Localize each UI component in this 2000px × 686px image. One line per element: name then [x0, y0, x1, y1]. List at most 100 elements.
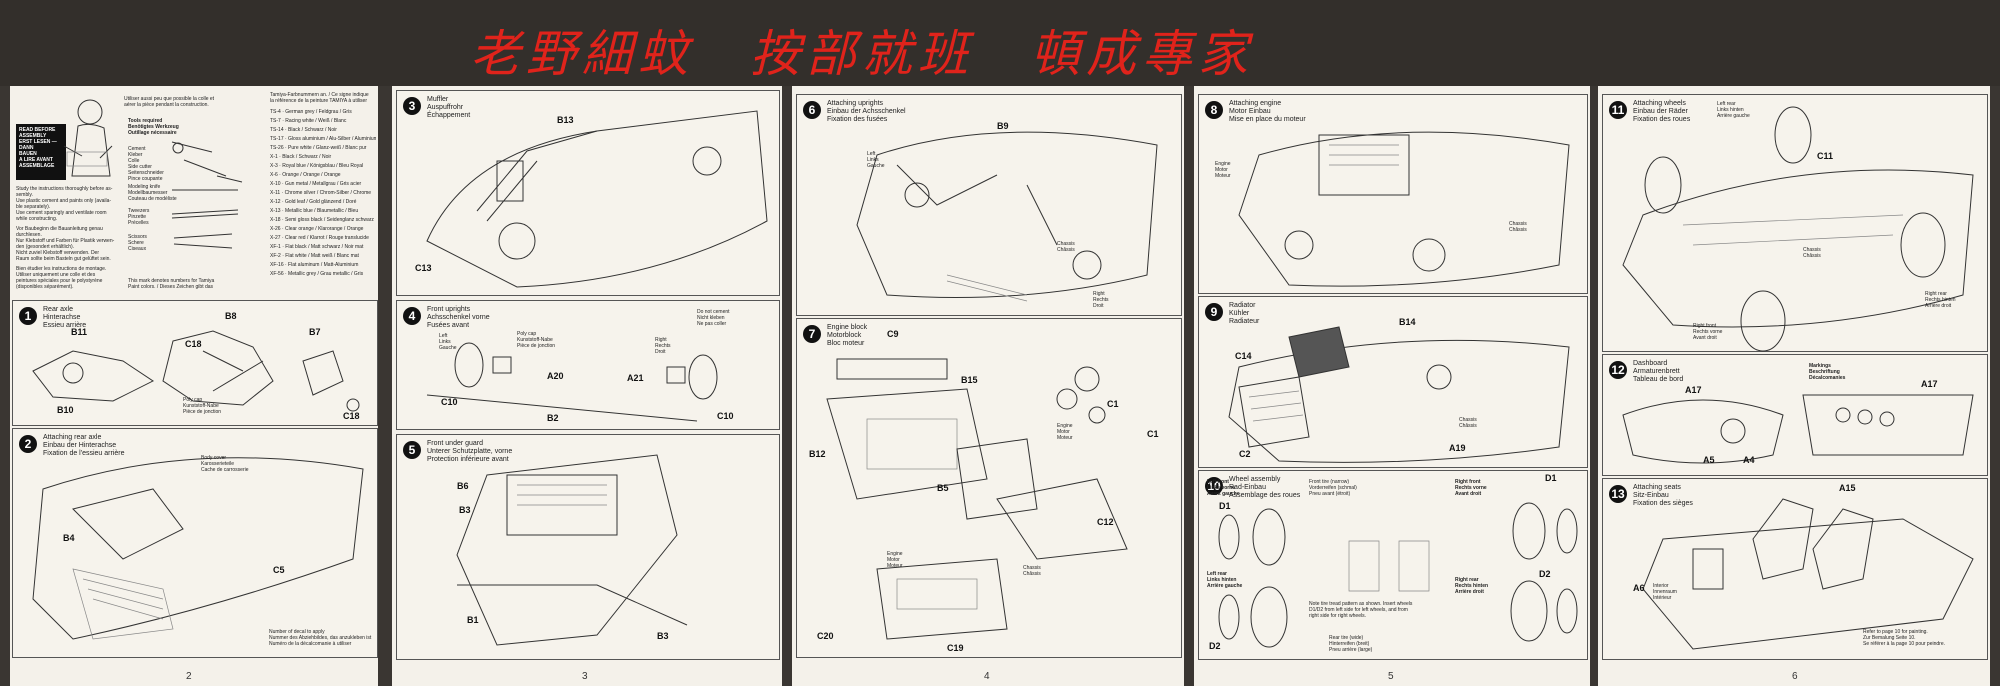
sheet-page-3: 3 Muffler Auspuffrohr Échappement B13 C1… — [392, 86, 782, 686]
part-B12: B12 — [809, 449, 826, 459]
tool-scissors: Scissors Schere Ciseaux — [128, 234, 147, 252]
part-A17b: A17 — [1921, 379, 1938, 389]
part-C19: C19 — [947, 643, 964, 653]
paint-color-item: TS-4 · German grey / Feldgrau / Gris — [270, 109, 352, 115]
page-number-6: 6 — [1792, 671, 1798, 682]
step-12-number: 12 — [1609, 361, 1627, 379]
step-13-number: 13 — [1609, 485, 1627, 503]
markings-label: Markings Beschriftung Décalcomanies — [1809, 363, 1846, 381]
read-before-assembly-box: READ BEFORE ASSEMBLY ERST LESEN — DANN B… — [16, 124, 66, 180]
step-9-panel: 9 Radiator Kühler Radiateur B14 C14 C2 A… — [1198, 296, 1588, 468]
tool-tweezers: Tweezers Pinzette Précelles — [128, 208, 150, 226]
intro-section: READ BEFORE ASSEMBLY ERST LESEN — DANN B… — [12, 86, 376, 296]
poly-cap-label: Poly cap Kunststoff-Nabe Pièce de joncti… — [183, 397, 222, 415]
step-4-number: 4 — [403, 307, 421, 325]
attaching-rear-axle-drawing — [32, 457, 364, 640]
step-4-panel: 4 Front uprights Achsschenkel vorne Fusé… — [396, 300, 780, 430]
right-rear-label-11: Right rear Rechts hinten Arrière droit — [1925, 291, 1956, 309]
paint-color-item: X-13 · Metallic blue / Blaumetallic / Bl… — [270, 208, 359, 214]
part-B14: B14 — [1399, 317, 1416, 327]
part-B5: B5 — [937, 483, 949, 493]
step-8-title: Attaching engine Motor Einbau Mise en pl… — [1229, 100, 1306, 123]
right-label-4: Right Rechts Droit — [655, 337, 671, 355]
muffler-drawing — [426, 110, 768, 288]
tool-side-cutter: Side cutter Seitenschneider Pince coupan… — [128, 164, 164, 182]
tools-heading: Utiliser aussi peu que possible la colle… — [124, 96, 215, 108]
chassis-label-9: Chassis Châssis — [1459, 417, 1477, 429]
paint-heading: Tamiya-Farbnummern an. / Ce signe indiqu… — [270, 92, 369, 104]
step-11-panel: 11 Attaching wheels Einbau der Räder Fix… — [1602, 94, 1988, 352]
step-10-title: Wheel assembly Rad-Einbau Assemblage des… — [1229, 476, 1301, 499]
do-not-cement-label: Do not cement Nicht kleben Ne pas coller — [697, 309, 730, 327]
part-B2: B2 — [547, 413, 559, 423]
left-label-6: Left Links Gauche — [867, 151, 885, 169]
paint-color-item: XF-2 · Flat white / Matt weiß / Blanc ma… — [270, 253, 359, 259]
tools-illustration — [171, 141, 243, 249]
part-C1b: C1 — [1147, 429, 1159, 439]
intro-study-fr: Bien étudier les instructions de montage… — [16, 266, 107, 290]
step-6-panel: 6 Attaching uprights Einbau der Achssche… — [796, 94, 1182, 316]
paint-color-item: X-26 · Clear orange / Klarorange / Orang… — [270, 226, 364, 232]
step-1-title: Rear axle Hinterachse Essieu arrière — [43, 306, 87, 329]
part-C10b: C10 — [717, 411, 734, 421]
attaching-wheels-drawing — [1622, 106, 1974, 352]
part-A6: A6 — [1633, 583, 1645, 593]
paint-color-item: XF-16 · Flat aluminum / Matt-Aluminium — [270, 262, 359, 268]
part-C18b: C18 — [343, 411, 360, 421]
left-label-4: Left Links Gauche — [439, 333, 457, 351]
part-A19: A19 — [1449, 443, 1466, 453]
paint-color-item: X-18 · Semi gloss black / Seidenglanz sc… — [270, 217, 374, 223]
step-3-title: Muffler Auspuffrohr Échappement — [427, 96, 471, 119]
chassis-label-8: Chassis Châssis — [1509, 221, 1527, 233]
paint-mark-note: This mark denotes numbers for Tamiya Pai… — [128, 278, 215, 290]
part-A4: A4 — [1743, 455, 1755, 465]
step-7-title: Engine block Motorblock Bloc moteur — [827, 324, 868, 347]
part-C14: C14 — [1235, 351, 1252, 361]
part-C12: C12 — [1097, 517, 1114, 527]
part-B4: B4 — [63, 533, 75, 543]
part-C10: C10 — [441, 397, 458, 407]
paint-color-item: X-1 · Black / Schwarz / Noir — [270, 154, 332, 160]
step-11-number: 11 — [1609, 101, 1627, 119]
part-D2: D2 — [1209, 641, 1221, 651]
right-front-label-11: Right front Rechts vorne Avant droit — [1693, 323, 1723, 341]
body-cover-label: Body cover Karosserieteile Cache de carr… — [201, 455, 249, 473]
intro-study-en: Study the instructions thoroughly before… — [16, 186, 113, 222]
step-2-title: Attaching rear axle Einbau der Hinterach… — [43, 434, 125, 457]
chassis-label-11: Chassis Châssis — [1803, 247, 1821, 259]
page-number-5: 5 — [1388, 671, 1394, 682]
step-2-panel: 2 Attaching rear axle Einbau der Hintera… — [12, 428, 378, 658]
part-B1: B1 — [467, 615, 479, 625]
step-6-title: Attaching uprights Einbau der Achsschenk… — [827, 100, 906, 123]
paint-color-item: X-3 · Royal blue / Königsblau / Bleu Roy… — [270, 163, 364, 169]
attaching-engine-drawing — [1238, 131, 1570, 287]
tool-cement: Cement Kleber Colle — [128, 146, 146, 164]
part-A20: A20 — [547, 371, 564, 381]
attaching-uprights-drawing — [856, 131, 1158, 302]
step-5-number: 5 — [403, 441, 421, 459]
paint-color-item: X-11 · Chrome silver / Chrom-Silber / Ch… — [270, 190, 372, 196]
step-10-panel: 10 Wheel assembly Rad-Einbau Assemblage … — [1198, 470, 1588, 660]
part-B15: B15 — [961, 375, 978, 385]
part-A5: A5 — [1703, 455, 1715, 465]
dashboard-drawing — [1622, 394, 1974, 464]
sheet-page-4: 6 Attaching uprights Einbau der Achssche… — [792, 86, 1184, 686]
paint-color-item: X-10 · Gun metal / Metallgrau / Gris aci… — [270, 181, 362, 187]
part-D1: D1 — [1219, 501, 1231, 511]
part-B8: B8 — [225, 311, 237, 321]
radiator-drawing — [1228, 326, 1570, 463]
left-front-label: Left front Links vorne Avant gauche — [1207, 479, 1240, 497]
part-C13: C13 — [415, 263, 432, 273]
part-B13: B13 — [557, 115, 574, 125]
part-D1b: D1 — [1545, 473, 1557, 483]
wheel-assembly-drawing — [1218, 502, 1578, 648]
step-9-title: Radiator Kühler Radiateur — [1229, 302, 1260, 325]
step-10-number: 10 — [1205, 477, 1223, 495]
part-B3: B3 — [459, 505, 471, 515]
sheet-page-6: 11 Attaching wheels Einbau der Räder Fix… — [1598, 86, 1990, 686]
part-D2b: D2 — [1539, 569, 1551, 579]
refer-painting-note: Refer to page 10 for painting. Zur Bemal… — [1863, 629, 1945, 647]
part-B6: B6 — [457, 481, 469, 491]
part-B9: B9 — [997, 121, 1009, 131]
step-12-title: Dashboard Armaturenbrett Tableau de bord — [1633, 360, 1684, 383]
